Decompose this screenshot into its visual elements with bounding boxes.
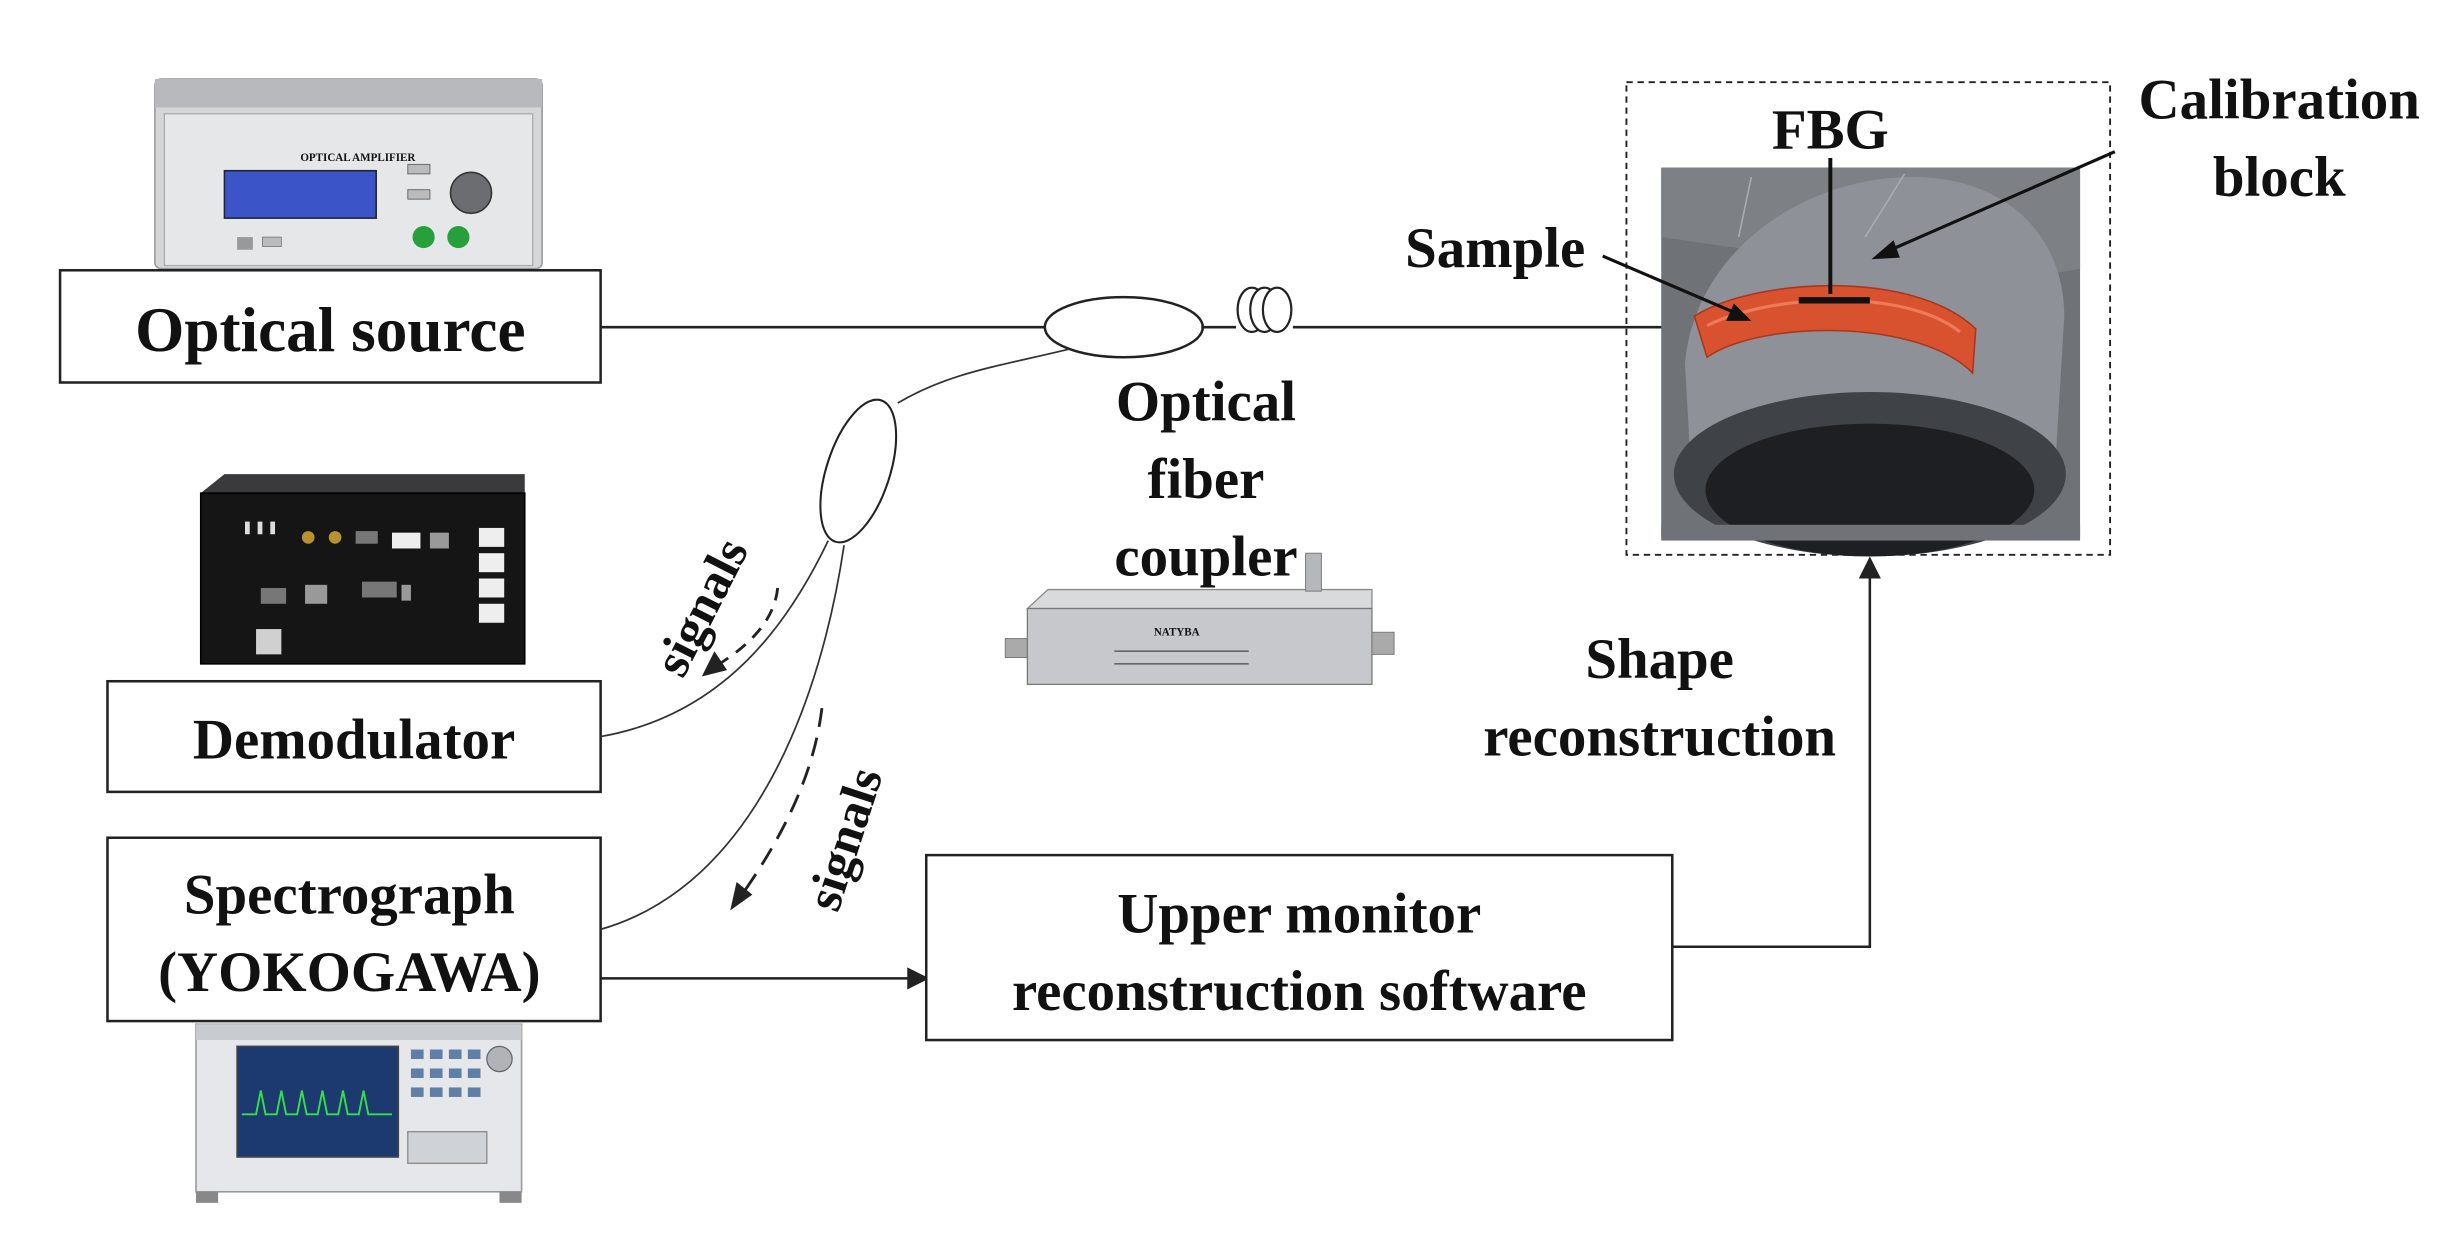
fiber-split-loop bbox=[819, 398, 898, 544]
sample-label: Sample bbox=[1405, 217, 1585, 280]
demodulator-box bbox=[106, 679, 602, 794]
signals-arrowhead-lower bbox=[730, 881, 753, 911]
sample-pointer-line bbox=[1602, 254, 1737, 315]
demodulator-label: Demodulator bbox=[193, 709, 515, 772]
signals-label-lower: signals bbox=[795, 761, 893, 917]
software-label-line1: Upper monitor bbox=[1117, 883, 1481, 946]
fiber-to-spectrograph bbox=[600, 545, 845, 931]
sample-pointer-arrowhead bbox=[1726, 303, 1752, 321]
fiber-coupler-photo: NATYBA bbox=[1004, 552, 1395, 686]
spectrograph-box bbox=[106, 836, 602, 1023]
fiber-connector-coils bbox=[1201, 286, 1293, 334]
fiber-to-demodulator bbox=[600, 540, 830, 738]
spectrograph-label-line1: Spectrograph bbox=[184, 864, 515, 927]
signals-label-upper: signals bbox=[643, 529, 759, 685]
fiber-coupler-node bbox=[1043, 295, 1205, 359]
shape-label-line1: Shape bbox=[1585, 628, 1734, 691]
arrow-shape-reconstruction bbox=[1672, 575, 1872, 949]
calibration-label-line2: block bbox=[2213, 146, 2346, 209]
shape-label-line2: reconstruction bbox=[1483, 706, 1836, 769]
reconstruction-software-box bbox=[924, 853, 1674, 1042]
optical-source-label: Optical source bbox=[135, 295, 525, 365]
fiber-coupler-to-loop bbox=[897, 348, 1069, 404]
optical-amplifier-photo: OPTICAL AMPLIFIER bbox=[154, 78, 543, 270]
coupler-brand-text: NATYBA bbox=[1154, 626, 1200, 638]
arrowhead-shape-reconstruction bbox=[1858, 556, 1881, 579]
spectrograph-label-line2: (YOKOGAWA) bbox=[158, 941, 540, 1004]
calibration-pointer-line bbox=[1886, 150, 2116, 253]
demodulator-photo bbox=[199, 474, 526, 665]
software-label-line2: reconstruction software bbox=[1012, 960, 1587, 1023]
amplifier-panel-text: OPTICAL AMPLIFIER bbox=[300, 152, 416, 164]
arrowhead-software bbox=[907, 967, 930, 990]
sample-photo bbox=[1661, 167, 2081, 557]
optical-source-box bbox=[58, 269, 602, 384]
calibration-pointer-arrowhead bbox=[1871, 240, 1900, 260]
calibration-label-line1: Calibration bbox=[2139, 69, 2420, 132]
coupler-label-line3: coupler bbox=[1114, 525, 1297, 588]
signals-arrow-lower bbox=[738, 707, 824, 899]
signals-arrowhead-upper bbox=[701, 651, 728, 677]
fbg-label: FBG bbox=[1772, 99, 1889, 162]
coupler-label-line2: fiber bbox=[1148, 448, 1265, 511]
yokogawa-spectrograph-photo bbox=[195, 1023, 523, 1203]
signals-arrow-upper bbox=[713, 587, 780, 669]
coupler-label-line1: Optical bbox=[1116, 370, 1296, 433]
